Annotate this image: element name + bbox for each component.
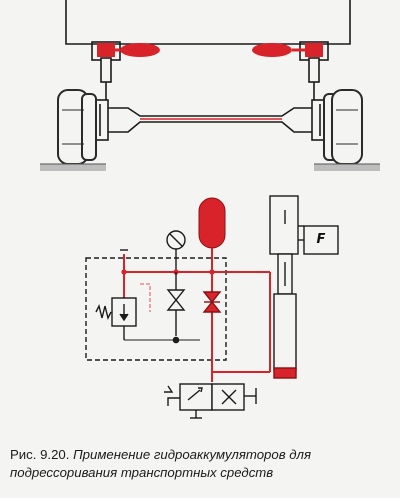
left-strut [100, 57, 112, 83]
right-gas-accumulator [252, 43, 292, 57]
left-wheel-inner [81, 93, 97, 161]
valve-block-enclosure [85, 257, 227, 361]
hydraulic-cylinder [269, 195, 304, 379]
check-valve [202, 291, 222, 313]
left-gas-accumulator [120, 43, 160, 57]
force-label: F [316, 232, 326, 247]
vehicle-axle-view [65, 0, 351, 141]
figure-caption: Рис. 9.20. Применение гидроаккумуляторов… [10, 446, 392, 482]
wheels [57, 89, 363, 165]
load-force-box [303, 225, 339, 255]
figure-number: Рис. 9.20. [10, 447, 70, 462]
valve-actuator-lever [164, 385, 180, 406]
hydraulic-accumulator [198, 197, 226, 249]
hydraulic-circuit [85, 195, 339, 419]
ground [40, 163, 380, 171]
right-strut [308, 57, 320, 83]
axle-beam [92, 107, 330, 133]
right-hydraulic-spring [305, 43, 323, 57]
pressure-relief-valve [95, 297, 137, 340]
spring-icon [95, 303, 112, 321]
suspension-diagram [40, 0, 380, 419]
directional-control-valve [164, 383, 257, 419]
right-wheel-outer [331, 89, 363, 165]
throttle-valve [166, 272, 186, 344]
left-hydraulic-spring [97, 43, 115, 57]
vehicle-frame [65, 0, 351, 45]
figure-title: Применение гидроаккумуляторов для подрес… [10, 447, 312, 480]
